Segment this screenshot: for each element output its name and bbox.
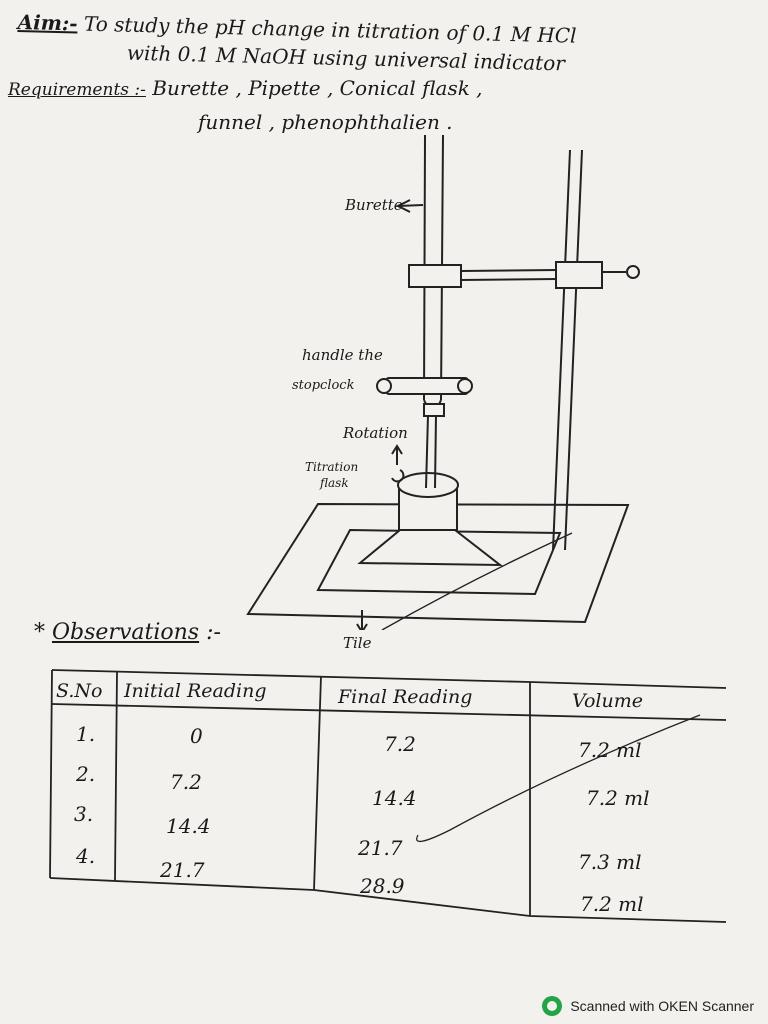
requirements-line-1: Burette , Pipette , Conical flask ,: [152, 76, 483, 100]
flask-base: [357, 529, 503, 567]
requirements-section: Requirements :- Burette , Pipette , Coni…: [8, 72, 748, 138]
row2-final: 14.4: [372, 786, 417, 810]
table-grid: [49, 669, 727, 923]
row3-initial: 14.4: [166, 814, 211, 838]
flask-label-1: Titration: [305, 460, 359, 474]
stand-screw-knob: [626, 265, 640, 279]
requirements-line-2: funnel , phenophthalien .: [198, 110, 453, 134]
flask-mouth: [397, 472, 459, 498]
rotation-label: Rotation: [343, 424, 408, 442]
titration-apparatus-diagram: [246, 134, 640, 630]
clamp-arm-top: [460, 269, 558, 272]
observations-suffix: :-: [206, 620, 221, 645]
aim-section: Aim:- To study the pH change in titratio…: [17, 8, 748, 82]
table-header-divider: [51, 703, 727, 721]
flask-label-2: flask: [320, 476, 349, 490]
row2-sno: 2.: [76, 762, 96, 786]
stopcock: [385, 377, 469, 395]
row3-sno: 3.: [74, 802, 94, 826]
tile-inner: [316, 528, 562, 596]
table-left-border: [49, 669, 53, 879]
volume-correction-line: [416, 714, 701, 842]
rotation-circle: [391, 469, 405, 483]
stopcock-knob-left: [376, 378, 392, 394]
row3-final: 21.7: [358, 836, 403, 860]
header-volume: Volume: [572, 690, 643, 712]
row1-sno: 1.: [76, 722, 96, 746]
tile-pointer-head: [356, 623, 368, 630]
tile-outer: [246, 502, 630, 624]
stopcock-valve: [423, 403, 445, 417]
rotation-arrow-head: [391, 444, 403, 455]
burette-clamp: [408, 264, 462, 288]
table-col-divider-1: [114, 671, 118, 881]
observations-table: S.No Initial Reading Final Reading Volum…: [0, 660, 768, 930]
row1-volume: 7.2 ml: [578, 738, 642, 762]
header-sno: S.No: [56, 680, 103, 702]
burette-tip-right: [434, 414, 437, 489]
burette-pointer-head: [395, 199, 411, 213]
requirements-label: Requirements :-: [8, 80, 146, 100]
handle-label-2: stopclock: [292, 378, 355, 393]
row4-final: 28.9: [360, 874, 405, 898]
observations-heading: * Observations :-: [34, 620, 221, 645]
table-col-divider-2: [313, 675, 322, 891]
stand-rod-right: [564, 149, 583, 551]
row4-initial: 21.7: [160, 858, 205, 882]
scanner-watermark: Scanned with OKEN Scanner: [542, 996, 754, 1016]
row3-volume: 7.3 ml: [578, 850, 642, 874]
tile-label: Tile: [343, 634, 372, 652]
row1-initial: 0: [190, 724, 203, 748]
row2-initial: 7.2: [170, 770, 202, 794]
header-initial-reading: Initial Reading: [124, 680, 267, 702]
handle-label-1: handle the: [302, 346, 383, 364]
stopcock-knob-right: [457, 378, 473, 394]
scanner-watermark-text: Scanned with OKEN Scanner: [570, 998, 754, 1014]
burette-pointer: [397, 204, 424, 207]
row1-final: 7.2: [384, 732, 416, 756]
stand-clamp: [555, 261, 603, 289]
table-bottom-border: [49, 877, 727, 923]
observations-title: Observations: [52, 620, 200, 645]
aim-label: Aim:-: [17, 9, 78, 36]
burette-tip-left: [425, 414, 429, 489]
observations-star: *: [34, 620, 45, 645]
row2-volume: 7.2 ml: [586, 786, 650, 810]
tile-connector-line: [381, 532, 573, 630]
stand-rod-left: [552, 149, 571, 551]
row4-volume: 7.2 ml: [580, 892, 644, 916]
clamp-arm-bottom: [460, 278, 558, 281]
row4-sno: 4.: [76, 844, 96, 868]
scanner-logo-icon: [542, 996, 563, 1016]
burette-label: Burette: [345, 196, 403, 214]
header-final-reading: Final Reading: [338, 686, 473, 708]
